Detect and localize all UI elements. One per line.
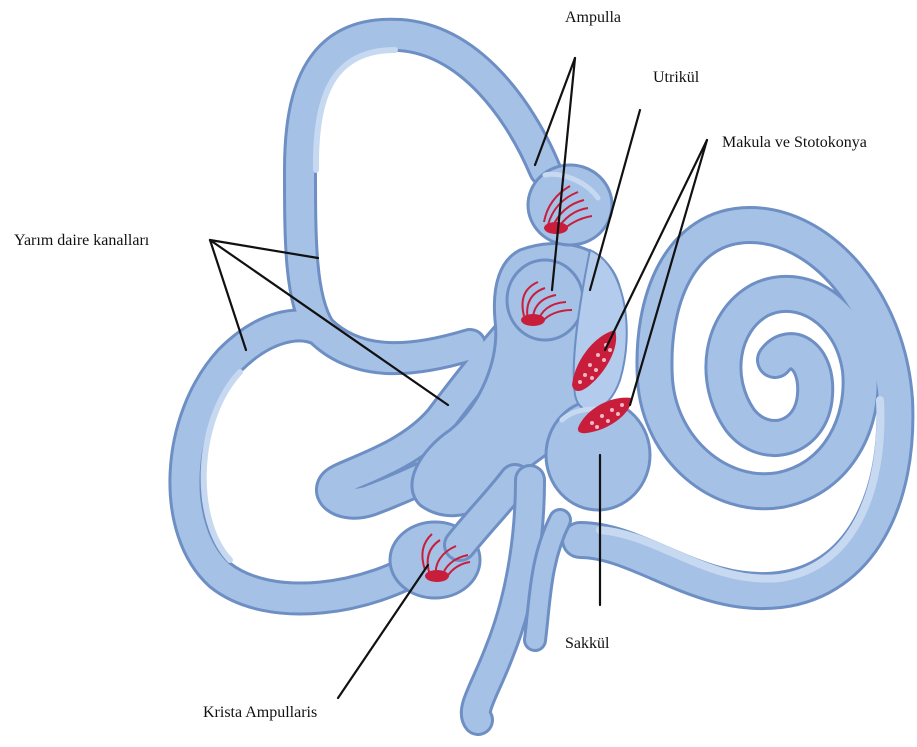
label-sakkul: Sakkül <box>565 636 609 652</box>
label-yarim-daire-kanallari: Yarım daire kanalları <box>14 233 149 249</box>
lateral-ampulla <box>507 260 583 340</box>
label-ampulla: Ampulla <box>565 10 621 26</box>
label-makula-stotokonya: Makula ve Stotokonya <box>722 135 867 151</box>
leader-yarim-2 <box>210 240 246 350</box>
leader-yarim-3 <box>210 240 448 405</box>
label-utrikul: Utrikül <box>653 70 699 86</box>
label-krista-ampullaris: Krista Ampullaris <box>203 705 317 721</box>
